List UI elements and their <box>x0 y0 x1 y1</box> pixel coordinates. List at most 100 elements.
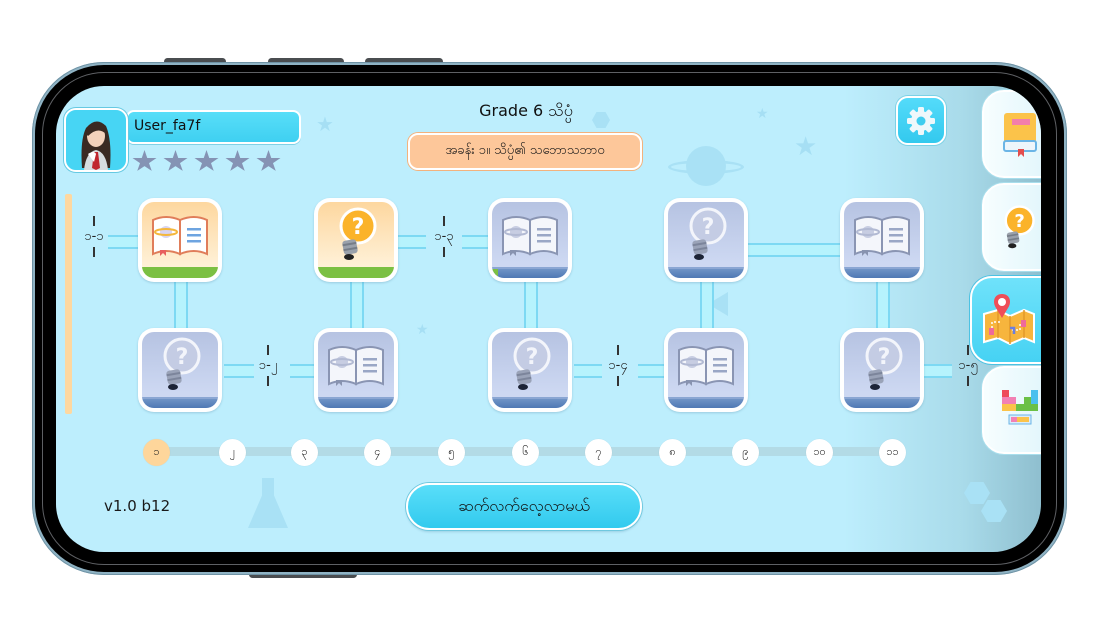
page-title: Grade 6 သိပ္ပံ <box>479 101 573 120</box>
chapter-label: ၁-၃ <box>422 216 466 257</box>
book-icon <box>1003 113 1037 157</box>
node-progress-bar <box>142 397 218 408</box>
lesson-title: အခန်း ၁။ သိပ္ပံ၏ သဘောသဘာဝ <box>445 143 605 158</box>
label-tick <box>443 216 445 226</box>
star-icon <box>194 150 219 171</box>
side-tab-map[interactable] <box>970 276 1041 364</box>
hexagon-decoration-icon <box>592 112 610 128</box>
path-connector <box>350 282 364 328</box>
path-connector <box>748 243 842 257</box>
path-connector <box>574 364 602 378</box>
path-connector <box>108 235 142 249</box>
path-connector <box>876 282 890 328</box>
lightbulb-question-icon <box>684 206 728 262</box>
lightbulb-question-icon <box>334 206 378 262</box>
open-book-icon <box>676 342 736 386</box>
star-icon <box>132 150 157 171</box>
node-progress-bar <box>492 267 568 278</box>
lightbulb-question-icon <box>158 336 202 392</box>
node-progress-bar <box>844 267 920 278</box>
label-tick <box>267 376 269 386</box>
game-screen: ★ ★ ★ ★ User_fa7f Grade 6 သိပ္ပံ အခန်း ၁… <box>56 86 1041 552</box>
volume-down-button <box>268 58 344 65</box>
lesson-node-quiz[interactable] <box>314 198 398 282</box>
chapter-label: ၁-၄ <box>596 345 640 386</box>
lightbulb-question-icon <box>1000 204 1036 250</box>
page-step[interactable]: ၆ <box>512 439 539 466</box>
lesson-node-quiz[interactable] <box>840 328 924 412</box>
star-decoration-icon: ★ <box>794 132 818 162</box>
node-body <box>668 332 744 408</box>
path-connector <box>174 282 188 328</box>
star-icon <box>225 150 250 171</box>
page-step[interactable]: ၂ <box>219 439 246 466</box>
path-connector <box>524 282 538 328</box>
node-body <box>142 332 218 408</box>
path-connector <box>462 235 492 249</box>
path-connector <box>398 235 426 249</box>
lightbulb-question-icon <box>508 336 552 392</box>
lesson-node-quiz[interactable] <box>138 328 222 412</box>
continue-learning-button[interactable]: ဆက်လက်လေ့လာမယ် <box>406 483 642 530</box>
side-tab-textbook[interactable] <box>982 90 1041 178</box>
label-tick <box>617 345 619 355</box>
page-step[interactable]: ၇ <box>585 439 612 466</box>
side-tab-quiz[interactable] <box>982 183 1041 271</box>
girl-student-avatar-icon <box>81 121 111 170</box>
path-connector <box>224 364 254 378</box>
chapter-label: ၁-၂ <box>246 345 290 386</box>
node-body <box>668 202 744 278</box>
label-tick <box>967 345 969 355</box>
user-name: User_fa7f <box>134 118 201 134</box>
settings-button[interactable] <box>896 96 946 145</box>
page-step[interactable]: ၅ <box>438 439 465 466</box>
lesson-node-book[interactable] <box>840 198 924 282</box>
chapter-label: ၁-၅ <box>946 345 990 386</box>
star-decoration-icon: ★ <box>416 322 429 338</box>
flask-decoration-icon <box>248 478 288 528</box>
page-step[interactable]: ၄ <box>364 439 391 466</box>
star-icon <box>256 150 281 171</box>
node-body <box>492 332 568 408</box>
power-button <box>365 58 443 65</box>
node-progress-bar <box>492 397 568 408</box>
avatar[interactable] <box>64 108 128 172</box>
lesson-node-quiz[interactable] <box>488 328 572 412</box>
lesson-node-quiz[interactable] <box>664 198 748 282</box>
label-tick <box>967 376 969 386</box>
star-decoration-icon: ★ <box>756 106 769 122</box>
lesson-node-book[interactable] <box>488 198 572 282</box>
lesson-node-book[interactable] <box>138 198 222 282</box>
page-step[interactable]: ၁ <box>143 439 170 466</box>
hexagon-decoration-icon <box>981 500 1007 522</box>
page-step[interactable]: ၁၁ <box>879 439 906 466</box>
page-step[interactable]: ၉ <box>732 439 759 466</box>
lesson-title-badge[interactable]: အခန်း ၁။ သိပ္ပံ၏ သဘောသဘာဝ <box>408 133 642 170</box>
node-body <box>318 202 394 278</box>
path-connector <box>700 282 714 328</box>
label-tick <box>267 345 269 355</box>
label-tick <box>443 247 445 257</box>
progress-rail <box>65 194 72 414</box>
hexagon-decoration-icon <box>964 482 990 504</box>
path-connector <box>924 364 952 378</box>
user-name-bar <box>126 110 301 144</box>
page-step[interactable]: ၈ <box>659 439 686 466</box>
version-label: v1.0 b12 <box>104 497 171 515</box>
lesson-node-book[interactable] <box>314 328 398 412</box>
path-connector <box>290 364 318 378</box>
node-progress-bar <box>318 267 394 278</box>
lesson-node-book[interactable] <box>664 328 748 412</box>
label-tick <box>617 376 619 386</box>
lightbulb-question-icon <box>860 336 904 392</box>
volume-up-button <box>164 58 226 65</box>
node-body <box>492 202 568 278</box>
node-progress-bar <box>318 397 394 408</box>
page-step[interactable]: ၁၀ <box>806 439 833 466</box>
gear-icon <box>907 106 935 135</box>
side-tab-blocks[interactable] <box>982 366 1041 454</box>
node-progress-bar <box>668 397 744 408</box>
node-progress-bar <box>844 397 920 408</box>
page-step[interactable]: ၃ <box>291 439 318 466</box>
continue-learning-label: ဆက်လက်လေ့လာမယ် <box>458 495 590 515</box>
